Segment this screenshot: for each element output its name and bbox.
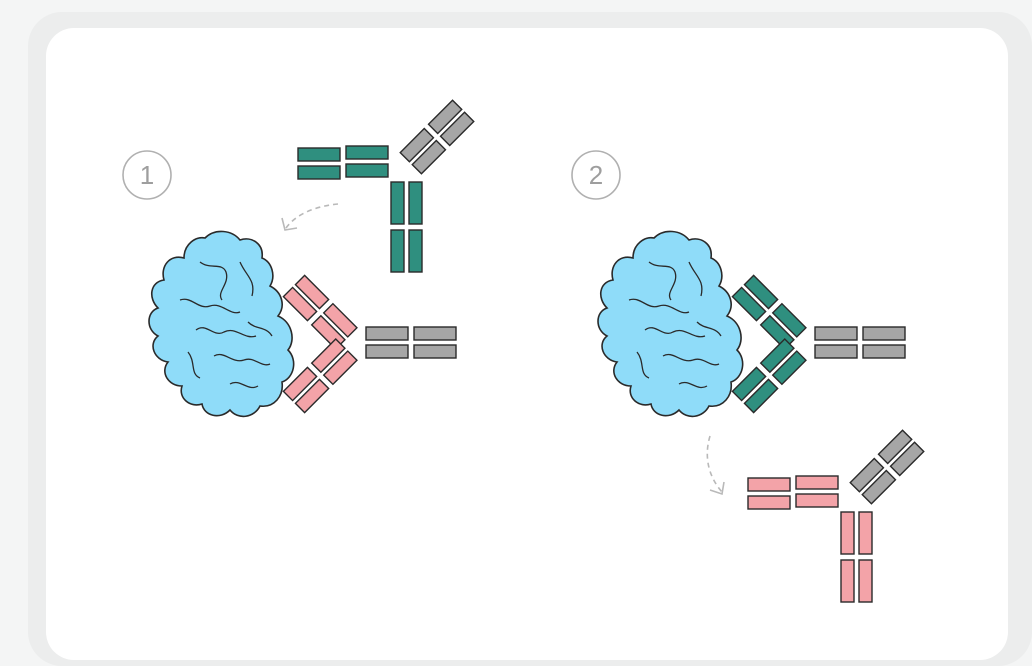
step-2-badge: 2 (572, 151, 620, 199)
antigen-protein-2 (598, 231, 743, 416)
svg-text:1: 1 (140, 160, 154, 190)
teal-antibody-incoming (298, 100, 474, 272)
dashed-arrow-1 (282, 204, 338, 230)
teal-antibody-bound (732, 275, 905, 412)
pink-antibody-bound (283, 275, 456, 412)
svg-text:2: 2 (589, 160, 603, 190)
pink-antibody-displaced (748, 430, 924, 602)
step-1-badge: 1 (123, 151, 171, 199)
dashed-arrow-2 (707, 436, 724, 494)
antigen-protein-1 (149, 231, 294, 416)
